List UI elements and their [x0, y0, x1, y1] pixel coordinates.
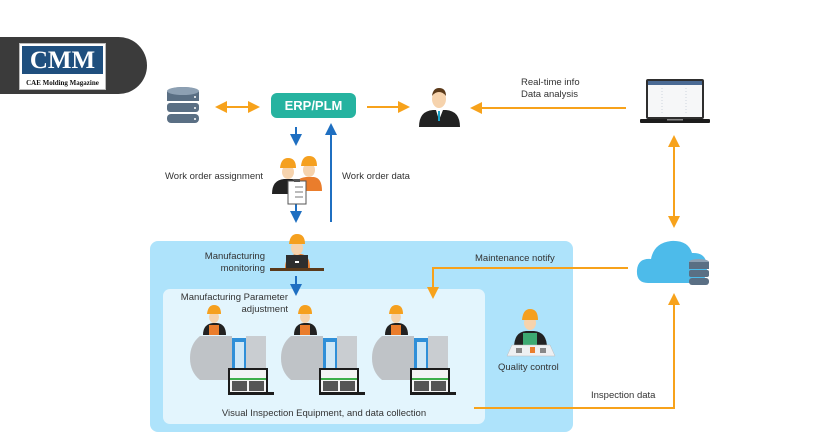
laptop-dashboard-icon [640, 79, 710, 123]
label-inspection-data: Inspection data [591, 390, 656, 401]
label-manufacturing-monitoring-1: Manufacturing [204, 251, 265, 262]
cloud-database-icon [636, 240, 709, 285]
manager-icon [419, 88, 460, 127]
label-parameter-adjustment-2: adjustment [241, 304, 288, 315]
machine-station-1 [190, 305, 274, 395]
logo-subtitle: CAE Molding Magazine [26, 79, 99, 87]
label-work-order-assignment: Work order assignment [165, 171, 264, 182]
label-data-analysis: Data analysis [521, 89, 579, 100]
label-quality-control: Quality control [498, 362, 559, 373]
monitoring-worker-icon [270, 234, 324, 271]
quality-control-icon [506, 309, 556, 357]
label-visual-inspection: Visual Inspection Equipment, and data co… [221, 408, 427, 419]
workers-clipboard-icon [272, 156, 322, 205]
label-parameter-adjustment-1: Manufacturing Parameter [180, 292, 288, 303]
machine-station-2 [281, 305, 365, 395]
label-manufacturing-monitoring-2: monitoring [220, 263, 265, 274]
machine-station-3 [372, 305, 456, 395]
database-icon [167, 87, 199, 123]
cmm-logo: CMM CAE Molding Magazine [19, 43, 106, 90]
erp-plm-node: ERP/PLM [271, 93, 356, 118]
arrow-inspection-data [474, 293, 680, 409]
label-maintenance-notify: Maintenance notify [475, 253, 555, 264]
arrow-maintenance-notify [427, 267, 628, 299]
label-work-order-data: Work order data [342, 171, 410, 182]
logo-title: CMM [22, 46, 103, 74]
label-realtime-info: Real-time info [521, 77, 580, 88]
